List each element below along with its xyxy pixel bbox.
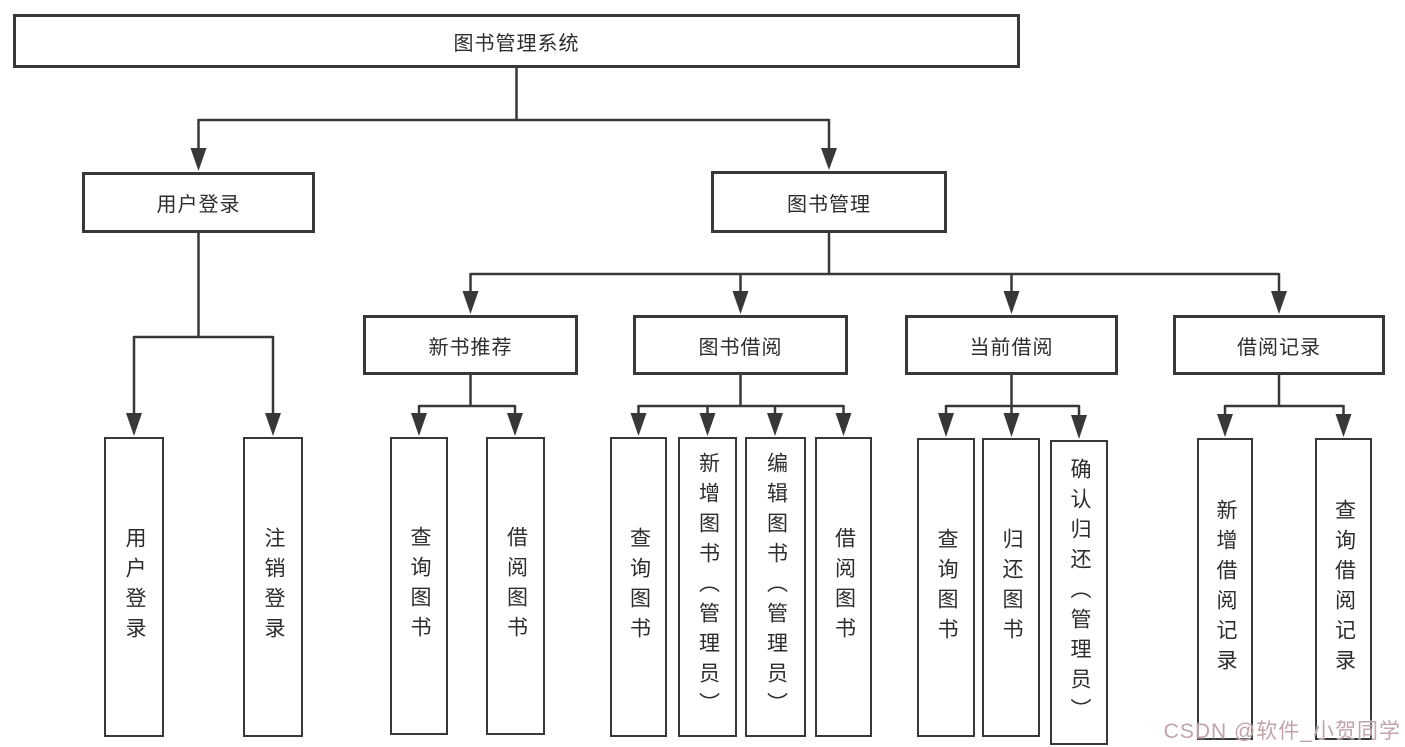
leaf-label: 用户登录 xyxy=(123,527,146,647)
leaf-label: 确认归还（管理员） xyxy=(1068,457,1091,728)
node-label: 图书管理 xyxy=(787,193,871,216)
leaf-label: 注销登录 xyxy=(262,527,285,647)
leaf-label: 编辑图书（管理员） xyxy=(764,452,788,722)
node-new-book-recommend: 新书推荐 xyxy=(363,315,578,375)
leaf-query-books: 查询图书 xyxy=(390,437,448,735)
arrowhead-icon xyxy=(938,413,954,437)
node-user-login: 用户登录 xyxy=(82,172,315,233)
arrowhead-icon xyxy=(1335,414,1352,437)
node-book-management: 图书管理 xyxy=(711,171,947,233)
node-current-borrow: 当前借阅 xyxy=(905,315,1118,375)
leaf-user-login: 用户登录 xyxy=(104,437,164,737)
leaf-query-books: 查询图书 xyxy=(917,438,975,737)
leaf-label: 新增图书（管理员） xyxy=(696,452,720,722)
node-borrow-record: 借阅记录 xyxy=(1173,315,1385,375)
leaf-label: 借阅图书 xyxy=(832,527,856,647)
arrowhead-icon xyxy=(265,413,281,436)
leaf-edit-books-admin: 编辑图书（管理员） xyxy=(745,437,806,737)
arrowhead-icon xyxy=(630,413,647,436)
arrowhead-icon xyxy=(1003,291,1020,314)
arrowhead-icon xyxy=(1071,415,1087,439)
leaf-return-books: 归还图书 xyxy=(982,438,1040,737)
leaf-label: 新增借阅记录 xyxy=(1214,499,1237,679)
node-label: 当前借阅 xyxy=(969,336,1054,359)
node-label: 新书推荐 xyxy=(428,336,513,359)
leaf-query-borrow-record: 查询借阅记录 xyxy=(1315,438,1372,740)
arrowhead-icon xyxy=(821,148,837,170)
leaf-label: 归还图书 xyxy=(1000,527,1023,648)
arrowhead-icon xyxy=(190,148,207,171)
arrowhead-icon xyxy=(1271,291,1287,314)
leaf-label: 借阅图书 xyxy=(504,526,528,646)
leaf-borrow-books: 借阅图书 xyxy=(815,437,872,737)
arrowhead-icon xyxy=(1217,414,1233,437)
arrowhead-icon xyxy=(699,413,716,436)
leaf-add-books-admin: 新增图书（管理员） xyxy=(678,437,737,737)
csdn-watermark: CSDN @软件_小贺同学 xyxy=(1163,720,1401,743)
leaf-confirm-return-admin: 确认归还（管理员） xyxy=(1050,440,1108,745)
leaf-label: 查询图书 xyxy=(627,527,651,647)
leaf-label: 查询借阅记录 xyxy=(1332,499,1356,679)
arrowhead-icon xyxy=(126,413,142,436)
arrowhead-icon xyxy=(462,291,479,314)
leaf-query-books: 查询图书 xyxy=(610,437,667,737)
node-label: 用户登录 xyxy=(156,194,241,216)
leaf-label: 查询图书 xyxy=(408,526,431,646)
node-label: 借阅记录 xyxy=(1237,336,1321,359)
leaf-borrow-books: 借阅图书 xyxy=(486,437,545,735)
arrowhead-icon xyxy=(507,413,523,436)
arrowhead-icon xyxy=(732,291,749,314)
node-book-borrow: 图书借阅 xyxy=(633,315,848,375)
arrowhead-icon xyxy=(1003,413,1020,437)
leaf-logout: 注销登录 xyxy=(243,437,303,737)
leaf-add-borrow-record: 新增借阅记录 xyxy=(1197,438,1253,740)
node-label: 图书借阅 xyxy=(698,336,783,359)
node-library-management-system: 图书管理系统 xyxy=(13,14,1020,68)
arrowhead-icon xyxy=(411,413,427,436)
arrowhead-icon xyxy=(767,413,783,436)
node-label: 图书管理系统 xyxy=(453,32,580,55)
arrowhead-icon xyxy=(835,413,852,436)
leaf-label: 查询图书 xyxy=(935,527,958,648)
